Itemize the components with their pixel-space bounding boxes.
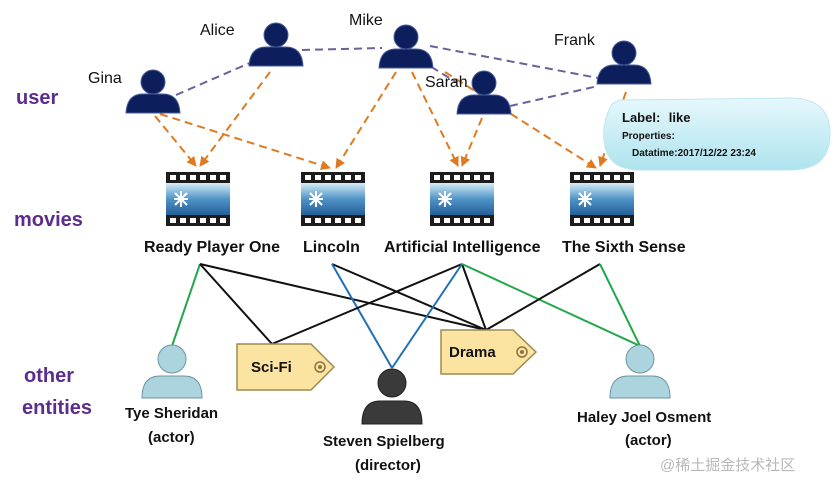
- movie-node-lincoln[interactable]: Lincoln: [300, 171, 366, 256]
- film-icon: [569, 171, 635, 227]
- movie-title: Ready Player One: [144, 239, 280, 256]
- edge-ai-steven: [391, 263, 463, 369]
- movie-title: Lincoln: [303, 239, 360, 256]
- user-node-gina[interactable]: Gina: [88, 69, 181, 114]
- tag-node-scifi[interactable]: Sci-Fi: [236, 343, 336, 391]
- edge-alice-mike: [301, 47, 383, 51]
- watermark: @稀土掘金技术社区: [660, 457, 795, 474]
- edge-sixth-drama: [485, 263, 601, 331]
- layer-label-movies: movies: [14, 209, 83, 231]
- tag-hole-icon: [314, 361, 326, 373]
- edge-ai-haley: [461, 263, 641, 347]
- layer-label-other: other: [24, 365, 74, 387]
- person-name: Haley Joel Osment: [577, 409, 711, 426]
- edge-lincoln-steven: [331, 263, 393, 369]
- entity-edges: [171, 263, 641, 369]
- edge-sarah-frank: [509, 85, 599, 107]
- user-icon: [378, 24, 434, 69]
- tag-node-drama[interactable]: Drama: [440, 329, 538, 375]
- person-name: Steven Spielberg: [323, 433, 445, 450]
- person-node-steven-spielberg[interactable]: Steven Spielberg (director): [323, 368, 445, 474]
- edge-lincoln-drama: [331, 263, 487, 331]
- user-name-sarah: Sarah: [425, 74, 468, 91]
- callout-label-key: Label:: [622, 110, 660, 125]
- layer-label-entities: entities: [22, 397, 92, 419]
- callout-properties-key: Properties:: [622, 131, 675, 142]
- movie-title: Artificial Intelligence: [384, 239, 541, 256]
- actor-icon: [625, 344, 655, 374]
- person-role: (director): [355, 457, 421, 474]
- user-name-frank: Frank: [554, 32, 596, 49]
- movie-node-the-sixth-sense[interactable]: The Sixth Sense: [562, 171, 686, 256]
- user-node-frank[interactable]: Frank: [554, 32, 652, 85]
- edge-sarah-sixth: [444, 71, 597, 169]
- movie-node-ready-player-one[interactable]: Ready Player One: [144, 171, 280, 256]
- person-node-tye-sheridan[interactable]: Tye Sheridan (actor): [125, 344, 218, 446]
- edge-rpo-tye: [171, 263, 201, 347]
- edge-ai-drama: [461, 263, 487, 331]
- edge-sixth-haley: [599, 263, 641, 347]
- edge-gina-rpo: [154, 115, 197, 167]
- user-name-mike: Mike: [349, 12, 383, 29]
- tag-hole-icon: [516, 346, 528, 358]
- person-name: Tye Sheridan: [125, 405, 218, 422]
- user-name-gina: Gina: [88, 70, 122, 87]
- user-icon: [125, 69, 181, 114]
- like-edges: [154, 71, 627, 171]
- edge-property-callout: Label: like Properties: Datatime:2017/12…: [603, 97, 831, 171]
- actor-icon: [157, 344, 187, 374]
- edge-mike-frank: [429, 45, 599, 79]
- edge-mike-ai: [411, 71, 459, 167]
- user-node-alice[interactable]: Alice: [200, 22, 304, 67]
- user-node-sarah[interactable]: Sarah: [425, 70, 512, 115]
- layer-label-user: user: [16, 87, 58, 109]
- edge-gina-lincoln: [159, 113, 331, 171]
- film-icon: [429, 171, 495, 227]
- edge-sarah-ai: [460, 117, 483, 167]
- film-icon: [165, 171, 231, 227]
- callout-label-line: Label: like: [622, 109, 690, 126]
- edge-mike-lincoln: [335, 71, 397, 169]
- callout-label-value: like: [669, 110, 691, 125]
- tag-label-drama: Drama: [449, 344, 496, 361]
- edge-ai-scifi: [271, 263, 463, 345]
- friend-edges: [175, 45, 599, 107]
- person-role: (actor): [625, 432, 672, 449]
- director-icon: [377, 368, 407, 398]
- film-icon: [300, 171, 366, 227]
- person-node-haley-joel-osment[interactable]: Haley Joel Osment (actor): [577, 344, 711, 449]
- edge-alice-rpo: [199, 71, 271, 167]
- movie-node-artificial-intelligence[interactable]: Artificial Intelligence: [384, 171, 541, 256]
- edge-gina-alice: [175, 61, 253, 96]
- user-icon: [596, 40, 652, 85]
- edge-rpo-drama: [199, 263, 487, 331]
- edge-rpo-scifi: [199, 263, 273, 345]
- callout-datetime: Datatime:2017/12/22 23:24: [632, 148, 756, 159]
- person-role: (actor): [148, 429, 195, 446]
- user-name-alice: Alice: [200, 22, 235, 39]
- movie-title: The Sixth Sense: [562, 239, 686, 256]
- user-icon: [248, 22, 304, 67]
- user-node-mike[interactable]: Mike: [349, 12, 434, 69]
- tag-label-scifi: Sci-Fi: [251, 359, 292, 376]
